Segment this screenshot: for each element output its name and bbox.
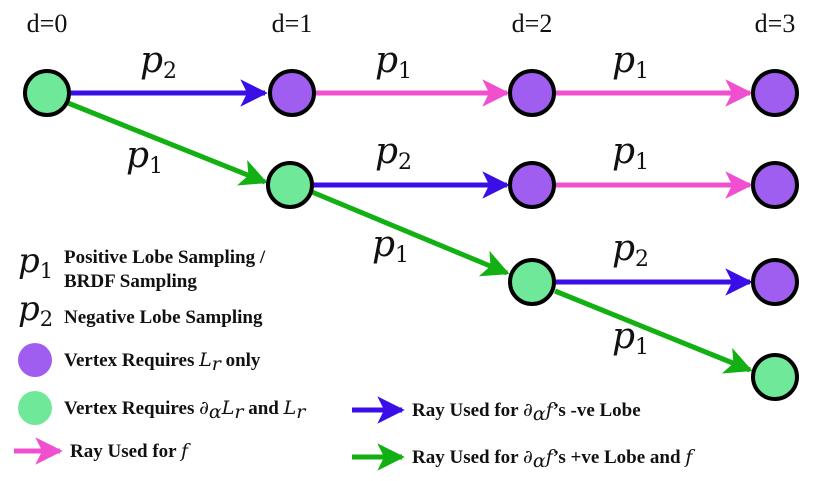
edge-label-v00-v11: p1	[126, 135, 163, 179]
vertex-v22	[508, 258, 556, 306]
legend-purple-text: Vertex Requires Lr only	[64, 349, 261, 375]
ray-edges	[67, 79, 753, 374]
legend-pink-ray-text: Ray Used for f	[70, 440, 191, 462]
legend-green-ray-text: Ray Used for ∂αf’s +ve Lobe and f	[412, 446, 695, 472]
legend-p2-symbol: p2	[18, 289, 53, 331]
edge-label-v21-v31: p1	[612, 131, 649, 175]
edge-label-v11-v22: p1	[372, 224, 409, 268]
vertex-v30	[751, 69, 799, 117]
legend-purple-dot	[18, 343, 52, 377]
depth-label-0: d=0	[27, 9, 68, 38]
edge-label-v20-v30: p1	[612, 40, 649, 84]
edge-label-v11-v21: p2	[375, 131, 412, 175]
legend-green-dot	[18, 391, 52, 425]
vertex-v32	[751, 258, 799, 306]
edge-labels: p2 p1 p1 p1 p2 p1 p1 p2 p1	[126, 40, 649, 360]
depth-label-2: d=2	[512, 9, 553, 38]
vertex-v31	[751, 161, 799, 209]
vertex-v33	[751, 353, 799, 401]
ray-v00-v11	[67, 100, 268, 186]
ray-v22-v33	[554, 288, 753, 374]
legend-p1-text-line1: Positive Lobe Sampling /	[64, 247, 266, 268]
vertices	[23, 69, 799, 401]
ray-v11-v22	[311, 189, 510, 277]
edge-label-v22-v33: p1	[612, 316, 649, 360]
legend-p1-text-line2: BRDF Sampling	[64, 271, 197, 292]
legend: p1 Positive Lobe Sampling / BRDF Samplin…	[14, 241, 695, 472]
legend-green-text: Vertex Requires ∂αLr and Lr	[64, 397, 307, 423]
legend-blue-ray-text: Ray Used for ∂αf’s -ve Lobe	[412, 399, 641, 425]
legend-p2-text: Negative Lobe Sampling	[64, 307, 263, 328]
depth-label-3: d=3	[755, 9, 796, 38]
edge-label-v00-v10: p2	[140, 40, 177, 84]
depth-labels: d=0 d=1 d=2 d=3	[27, 9, 796, 38]
vertex-v10	[268, 69, 316, 117]
edge-label-v22-v32: p2	[612, 228, 649, 272]
vertex-v21	[508, 161, 556, 209]
edge-label-v10-v20: p1	[375, 40, 412, 84]
legend-p1-symbol: p1	[18, 241, 53, 283]
vertex-v00	[23, 69, 71, 117]
vertex-v11	[266, 161, 314, 209]
vertex-v20	[508, 69, 556, 117]
depth-label-1: d=1	[272, 9, 313, 38]
